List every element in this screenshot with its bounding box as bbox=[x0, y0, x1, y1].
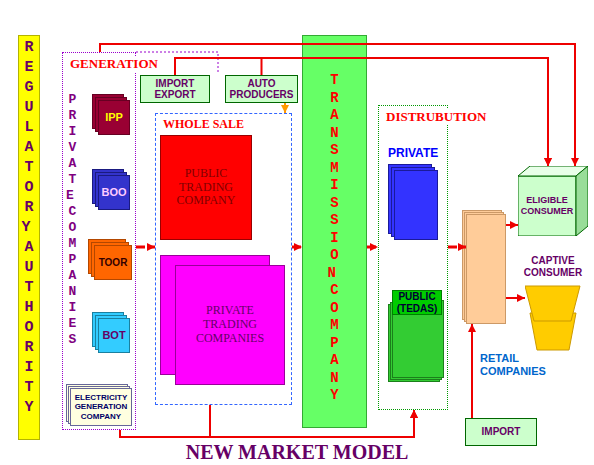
consumer-cups: CAPTIVE CONSUMER bbox=[525, 285, 581, 351]
box-label: PUBLIC TRADING COMPANY bbox=[162, 167, 250, 208]
flow-arrow bbox=[471, 324, 473, 418]
box-label: BOT bbox=[102, 329, 125, 342]
stack-sheet bbox=[394, 170, 438, 240]
company-stack: BOT bbox=[98, 318, 130, 353]
flow-arrow bbox=[506, 297, 525, 299]
trading-stack: PRIVATE TRADING COMPANIES bbox=[175, 265, 285, 385]
flow-arrow bbox=[175, 58, 548, 166]
trading-box: PUBLIC TRADING COMPANY bbox=[160, 135, 252, 240]
authority-bar: REGULATORY AUTHORITY bbox=[18, 35, 40, 440]
box-label: IPP bbox=[105, 111, 123, 124]
flow-arrow bbox=[136, 246, 155, 249]
company-stack: BOO bbox=[98, 175, 130, 210]
stack-heading: PRIVATE bbox=[388, 146, 438, 160]
distribution-region: DISTRUBUTIONPRIVATEPUBLIC (TEDAS) bbox=[378, 105, 448, 410]
flow-arrow bbox=[448, 246, 466, 249]
stack-sheet bbox=[466, 214, 506, 324]
cup-shape bbox=[525, 286, 580, 321]
vertical-label: PRIVATE COMPANIES bbox=[66, 92, 79, 348]
box-label: ELIGIBLE CONSUMER bbox=[518, 176, 576, 236]
process-box: AUTO PRODUCERS bbox=[225, 75, 298, 103]
company-stack: TOOR bbox=[94, 245, 132, 280]
cups-shape bbox=[525, 285, 581, 351]
stack-heading: RETAIL COMPANIES bbox=[480, 352, 560, 378]
region-heading: GENERATION bbox=[68, 56, 160, 72]
distributor-stack: PRIVATE bbox=[394, 170, 438, 240]
cube-face bbox=[576, 166, 588, 236]
flow-arrow bbox=[100, 44, 575, 166]
flow-arrow bbox=[292, 246, 302, 249]
company-stack: IPP bbox=[98, 100, 130, 135]
process-box: IMPORT EXPORT bbox=[140, 75, 210, 103]
retail-stack: RETAIL COMPANIES bbox=[466, 214, 506, 324]
region-heading: DISTRUBUTION bbox=[384, 109, 488, 125]
box-label: AUTO PRODUCERS bbox=[227, 78, 296, 101]
box-label: IMPORT bbox=[482, 426, 521, 438]
wholesale-region: WHOLE SALE PUBLIC TRADING COMPANY PRIVATE … bbox=[155, 113, 292, 405]
bar-title: TRANSMISSION COMPANY bbox=[328, 72, 342, 405]
stack-heading: PUBLIC (TEDAS) bbox=[392, 290, 442, 315]
process-box: IMPORT bbox=[465, 418, 537, 446]
distributor-stack: PUBLIC (TEDAS) bbox=[392, 300, 444, 378]
box-label: IMPORT EXPORT bbox=[142, 78, 208, 101]
flow-arrow bbox=[506, 224, 518, 226]
diagram-title: NEW MARKET MODEL bbox=[0, 441, 594, 463]
box-label: BOO bbox=[101, 186, 126, 199]
cube-face bbox=[518, 176, 576, 236]
flow-arrow bbox=[120, 410, 414, 437]
bar-title: REGULATORY AUTHORITY bbox=[22, 38, 37, 418]
flow-arrow bbox=[262, 58, 549, 166]
flow-arrow bbox=[210, 405, 414, 437]
box-label: ELECTRICITY GENERATION COMPANY bbox=[72, 393, 130, 421]
flow-arrow bbox=[284, 103, 286, 113]
box-label: TOOR bbox=[99, 257, 128, 269]
consumer-cube: ELIGIBLE CONSUMER bbox=[518, 166, 588, 236]
box-label: PRIVATE TRADING COMPANIES bbox=[178, 304, 282, 345]
stack-heading: CAPTIVE CONSUMER bbox=[518, 255, 588, 279]
region-heading: WHOLE SALE bbox=[161, 117, 246, 132]
company-stack: ELECTRICITY GENERATION COMPANY bbox=[70, 388, 132, 426]
transmission-bar: TRANSMISSION COMPANY bbox=[302, 35, 367, 428]
flow-arrow bbox=[367, 246, 378, 249]
